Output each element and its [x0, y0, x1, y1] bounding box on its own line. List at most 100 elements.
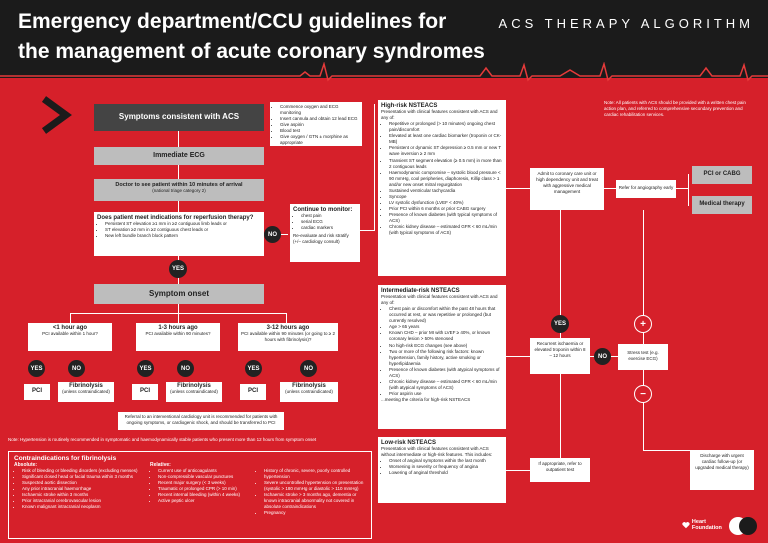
yes-circle: YES — [137, 360, 154, 377]
high-risk-item: Syncope — [389, 194, 503, 200]
relative-item: Current use of anticoagulants — [158, 468, 250, 474]
referral-box: Referral to an interventional cardiology… — [118, 412, 284, 430]
continue-item: serial ECG — [301, 219, 357, 225]
absolute-item: Known malignant intracranial neoplasm — [22, 504, 144, 510]
yes-circle: YES — [169, 260, 187, 278]
intermediate-risk-intro: Presentation with clinical features cons… — [381, 294, 498, 306]
fibrinolysis-note: (unless contraindicated) — [62, 389, 110, 394]
reperfusion-item: ST elevation ≥2 mm in ≥2 contiguous ches… — [105, 227, 261, 233]
low-risk-item: Lowering of anginal threshold — [389, 470, 503, 476]
relative-item: Active peptic ulcer — [158, 498, 250, 504]
intermediate-risk-item: Chronic kidney disease – estimated GFR <… — [389, 379, 503, 391]
high-risk-item: Chronic kidney disease – estimated GFR <… — [389, 224, 503, 236]
page-subtitle: ACS THERAPY ALGORITHM — [498, 16, 754, 31]
absolute-item: Significant closed head or facial trauma… — [22, 474, 144, 480]
low-risk-item: Worsening in severity or frequency of an… — [389, 464, 503, 470]
early-angio-box: Refer for angiography early — [616, 180, 676, 198]
intermediate-risk-item: Presence of known diabetes (with atypica… — [389, 367, 503, 379]
intermediate-risk-item: Prior aspirin use — [389, 391, 503, 397]
absolute-item: Suspected aortic dissection — [22, 480, 144, 486]
minus-circle: − — [634, 385, 652, 403]
reperfusion-item: New left bundle branch block pattern — [105, 233, 261, 239]
fibrinolysis-label: Fibrinolysis — [292, 383, 326, 389]
low-risk-box: Low-risk NSTEACS Presentation with clini… — [378, 437, 506, 503]
high-risk-item: LV systolic dysfunction (LVEF < 40%) — [389, 200, 503, 206]
absolute-item: Any prior intracranial haemorrhage — [22, 486, 144, 492]
footnote: Note: Hypertension is routinely recommen… — [8, 437, 317, 442]
high-risk-item: Transient ST segment elevation (≥ 0.5 mm… — [389, 158, 503, 170]
fibrinolysis-box: Fibrinolysis (unless contraindicated) — [58, 382, 114, 402]
stress-test-box: Stress test (e.g. exercise ECG) — [618, 344, 668, 370]
high-risk-item: Persistent or dynamic ST depression ≥ 0.… — [389, 145, 503, 157]
high-risk-box: High-risk NSTEACS Presentation with clin… — [378, 100, 506, 276]
relative-item: Recent internal bleeding (within 4 weeks… — [158, 492, 250, 498]
fibrinolysis-note: (unless contraindicated) — [170, 389, 218, 394]
absolute-heading: Absolute: — [14, 462, 38, 468]
symptoms-notes: Commence oxygen and ECG monitoring Inser… — [270, 102, 362, 146]
intermediate-risk-item: Chest pain or discomfort within the past… — [389, 306, 503, 324]
doctor-text: Doctor to see patient within 10 minutes … — [115, 182, 243, 188]
onset-col1-title: <1 hour ago — [52, 325, 88, 331]
ecg-trace-icon — [0, 62, 768, 82]
continue-item: chest pain — [301, 213, 357, 219]
plus-circle: + — [634, 315, 652, 333]
high-risk-item: Presence of known diabetes (with typical… — [389, 212, 503, 224]
recurrent-ischaemia-box: Recurrent ischaemia or elevated troponin… — [530, 338, 590, 374]
logo-text: Heart Foundation — [691, 519, 722, 531]
symptoms-note: Give aspirin — [280, 122, 360, 128]
no-circle: NO — [264, 226, 281, 243]
outpatient-box: If appropriate, refer to outpatient test — [530, 458, 590, 482]
intermediate-risk-foot: ...meeting the criteria for high-risk NS… — [381, 397, 471, 403]
fibrinolysis-note: (unless contraindicated) — [285, 389, 333, 394]
fibrinolysis-box: Fibrinolysis (unless contraindicated) — [166, 382, 222, 402]
fibrinolysis-box: Fibrinolysis (unless contraindicated) — [280, 382, 338, 402]
reperfusion-question-box: Does patient meet indications for reperf… — [94, 212, 264, 256]
absolute-item: Ischaemic stroke within 3 months — [22, 492, 144, 498]
doctor-box: Doctor to see patient within 10 minutes … — [94, 179, 264, 201]
heart-icon — [682, 522, 690, 529]
page-title-line2: the management of acute coronary syndrom… — [18, 40, 485, 63]
low-risk-title: Low-risk NSTEACS — [381, 440, 437, 446]
relative-item: Pregnancy — [264, 510, 366, 516]
relative-item: Traumatic or prolonged CPR (> 10 min) — [158, 486, 250, 492]
symptoms-note: Blood test — [280, 128, 360, 134]
intermediate-risk-item: Age > 65 years — [389, 324, 503, 330]
high-risk-item: Haemodynamic compromise – systolic blood… — [389, 170, 503, 188]
onset-col3-box: 3-12 hours ago PCI available within 90 m… — [238, 323, 338, 351]
intermediate-risk-title: Intermediate-risk NSTEACS — [381, 288, 460, 294]
contraindications-panel: Contraindications for fibrinolysis Absol… — [8, 451, 372, 539]
yes-circle: YES — [245, 360, 262, 377]
top-note: Note: All patients with ACS should be pr… — [604, 100, 746, 118]
contraindications-title: Contraindications for fibrinolysis — [14, 455, 117, 462]
continue-monitor-box: Continue to monitor: chest pain serial E… — [290, 204, 360, 262]
heart-foundation-logo: Heart Foundation — [682, 512, 722, 538]
continue-note: Re-evaluate and risk stratify (+/– cardi… — [293, 233, 349, 245]
intermediate-risk-item: Two or more of the following risk factor… — [389, 349, 503, 367]
chevron-right-icon — [41, 96, 72, 134]
discharge-box: Discharge with urgent cardiac follow-up … — [690, 450, 754, 490]
intermediate-risk-box: Intermediate-risk NSTEACS Presentation w… — [378, 285, 506, 429]
onset-col1-question: PCI available within 1 hour? — [42, 331, 98, 336]
onset-col2-question: PCI available within 90 minutes? — [145, 331, 211, 336]
relative-item: History of chronic, severe, poorly contr… — [264, 468, 366, 480]
symptoms-box: Symptoms consistent with ACS — [94, 104, 264, 131]
header-banner: Emergency department/CCU guidelines for … — [0, 0, 768, 78]
absolute-item: Risk of bleeding or bleeding disorders (… — [22, 468, 144, 474]
pci-box: PCI — [132, 384, 158, 400]
relative-item: Non-compressible vascular punctures — [158, 474, 250, 480]
relative-item: Ischaemic stroke > 3 months ago, dementi… — [264, 492, 366, 510]
no-circle: NO — [300, 360, 317, 377]
penguin-logo-icon — [729, 517, 757, 535]
fibrinolysis-label: Fibrinolysis — [177, 383, 211, 389]
yes-circle: YES — [551, 315, 569, 333]
relative-item: Severe uncontrolled hypertension on pres… — [264, 480, 366, 492]
low-risk-item: Onset of anginal symptoms within the las… — [389, 458, 503, 464]
low-risk-intro: Presentation with clinical features cons… — [381, 446, 493, 458]
doctor-note: (national triage category 2) — [152, 188, 206, 193]
continue-title: Continue to monitor: — [293, 207, 353, 213]
high-risk-item: Sustained ventricular tachycardia — [389, 188, 503, 194]
yes-circle: YES — [28, 360, 45, 377]
admit-box: Admit to coronary care unit or high depe… — [530, 168, 604, 210]
pci-box: PCI — [24, 384, 50, 400]
immediate-ecg-box: Immediate ECG — [94, 147, 264, 165]
